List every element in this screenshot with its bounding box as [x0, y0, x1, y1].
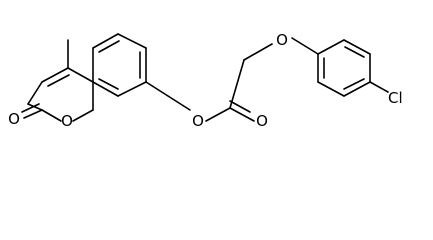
bond	[92, 81, 119, 97]
bond	[344, 46, 365, 58]
bond	[27, 81, 43, 105]
bond	[72, 109, 94, 122]
ester-oxygen-label: O	[192, 112, 204, 130]
chlorine-label: Cl	[388, 89, 403, 107]
bond	[145, 81, 191, 111]
bond	[117, 33, 147, 49]
bond	[369, 81, 389, 93]
bond	[343, 39, 371, 55]
bond	[21, 103, 40, 113]
chemical-structure: O O O O O Cl	[8, 31, 403, 130]
bond	[98, 40, 120, 53]
carbonyl-oxygen-lactone-label: O	[8, 110, 20, 128]
ether-oxygen-label: O	[276, 31, 288, 49]
bond	[98, 78, 119, 90]
ring-oxygen-label: O	[61, 112, 73, 130]
bond	[229, 100, 251, 113]
ester-carbonyl-oxygen-label: O	[256, 112, 268, 130]
bond	[243, 43, 273, 61]
bond	[343, 78, 365, 90]
carbonyl-double-bond-lactone	[21, 103, 43, 119]
bond	[205, 107, 231, 122]
bond	[117, 81, 147, 97]
bond	[317, 39, 345, 55]
bond	[47, 74, 70, 87]
pyranone-ring	[27, 67, 94, 122]
benzene-ring-fused	[92, 33, 147, 97]
bond	[23, 109, 43, 119]
bond	[41, 67, 69, 83]
bond	[92, 33, 119, 49]
bond	[317, 81, 345, 97]
bond	[27, 103, 43, 111]
bond	[291, 37, 319, 55]
bond	[67, 67, 94, 83]
bond	[229, 107, 255, 122]
bond	[343, 81, 371, 97]
chlorobenzene-ring	[317, 39, 389, 97]
bond	[229, 59, 245, 109]
atom-labels: O O O O O Cl	[8, 31, 403, 130]
bond	[41, 109, 62, 122]
ester-linkage	[145, 37, 319, 122]
